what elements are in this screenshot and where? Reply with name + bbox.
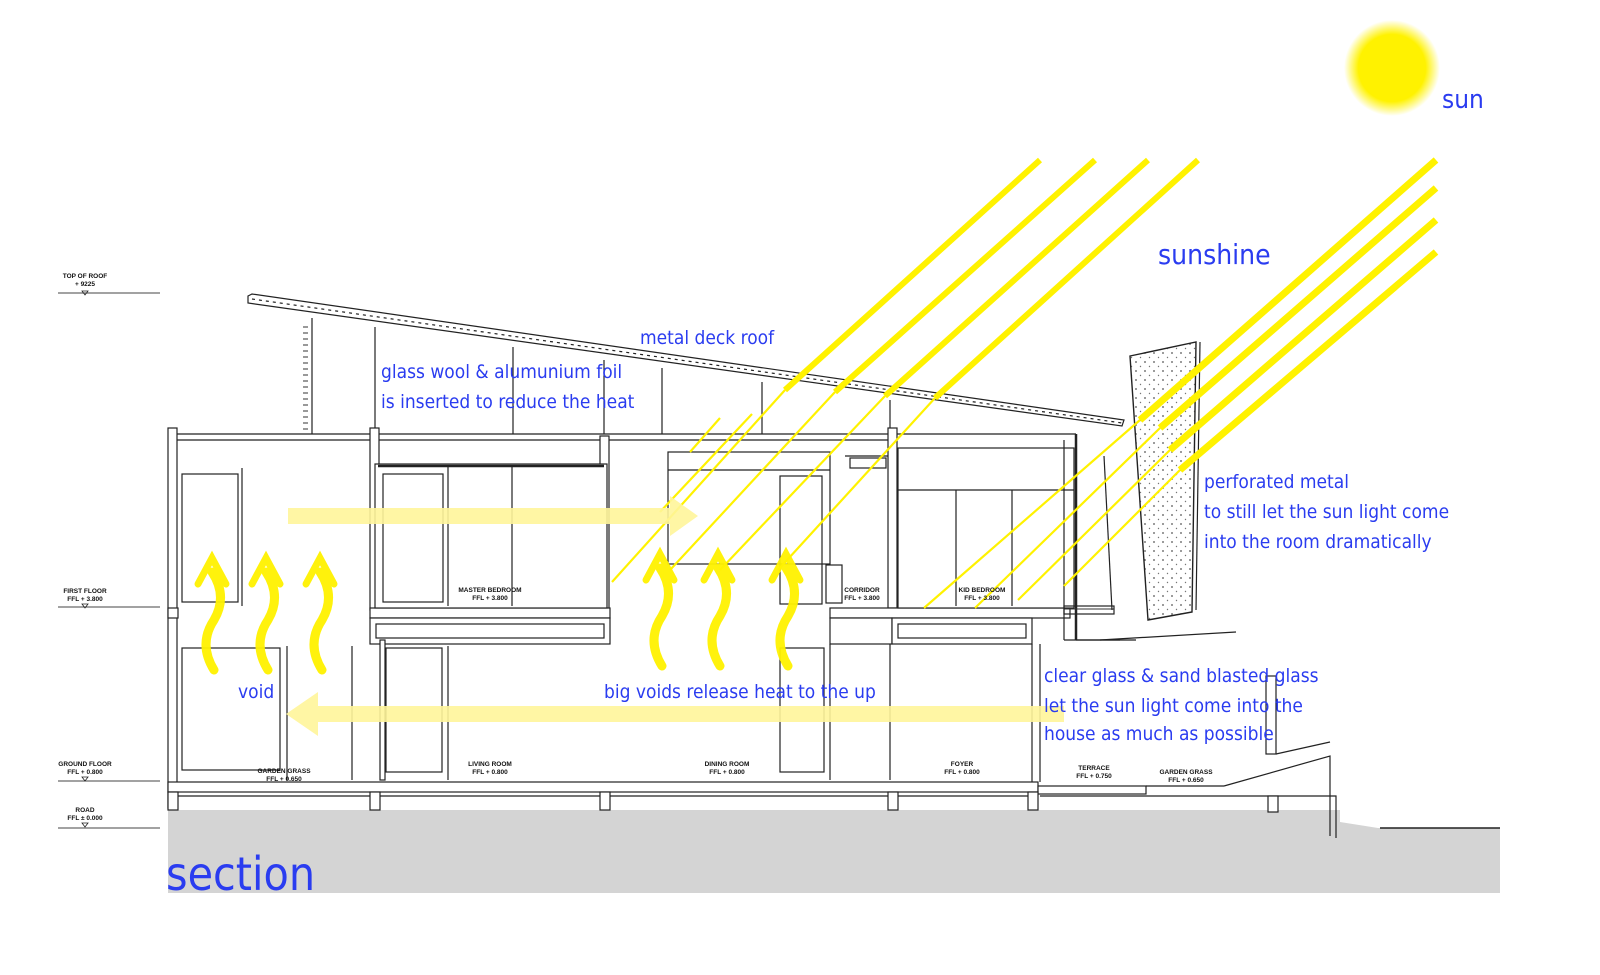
sun-ray <box>1167 217 1439 453</box>
sun-rays <box>782 157 1439 473</box>
roof-deck <box>247 293 1125 427</box>
room-corridor-level: FFL + 3.800 <box>844 595 880 602</box>
room-dining-room: DINING ROOM <box>705 761 750 768</box>
room-terrace: TERRACE <box>1078 765 1110 772</box>
level-ground-value: FFL + 0.800 <box>67 769 103 776</box>
room-foyer-level: FFL + 0.800 <box>944 769 980 776</box>
perforated-annotation-line-1: perforated metal <box>1204 471 1349 493</box>
room-garden-grass-right-level: FFL + 0.650 <box>1168 777 1204 784</box>
airflow-arrows <box>286 496 1064 736</box>
sunshine-label: sunshine <box>1158 238 1271 271</box>
building <box>167 293 1337 838</box>
level-roof-value: + 9225 <box>75 281 95 288</box>
insulation-annotation-line-1: glass wool & alumunium foil <box>381 361 622 383</box>
room-living-room: LIVING ROOM <box>468 761 512 768</box>
insulation-annotation-line-2: is inserted to reduce the heat <box>381 391 635 413</box>
level-first-value: FFL + 3.800 <box>67 596 103 603</box>
perforated-annotation-line-2: to still let the sun light come <box>1204 501 1449 523</box>
level-markers <box>81 290 89 828</box>
room-kid-bedroom: KID BEDROOM <box>959 587 1006 594</box>
room-terrace-level: FFL + 0.750 <box>1076 773 1112 780</box>
room-master-bedroom-level: FFL + 3.800 <box>472 595 508 602</box>
sun-icon <box>1344 20 1440 116</box>
sun-rays-inside <box>611 389 1181 609</box>
void-annotation: void <box>238 681 274 703</box>
room-dining-room-level: FFL + 0.800 <box>709 769 745 776</box>
level-lines <box>58 292 160 829</box>
room-garden-grass-right: GARDEN GRASS <box>1159 769 1213 776</box>
room-master-bedroom: MASTER BEDROOM <box>458 587 521 594</box>
roof-annotation: metal deck roof <box>640 327 775 349</box>
room-corridor: CORRIDOR <box>844 587 880 594</box>
ground-fill <box>168 810 1500 893</box>
glass-annotation-line-1: clear glass & sand blasted glass <box>1044 665 1319 687</box>
sun-ray <box>932 157 1201 401</box>
glass-annotation-line-3: house as much as possible <box>1044 723 1274 745</box>
room-garden-grass-left-level: FFL + 0.650 <box>266 776 302 783</box>
sun-label: sun <box>1442 85 1484 115</box>
level-ground-name: GROUND FLOOR <box>58 761 112 768</box>
airflow-arrow-upper <box>288 496 698 536</box>
room-garden-grass-left: GARDEN GRASS <box>257 768 311 775</box>
airflow-arrow-lower <box>286 692 1064 736</box>
level-roof-name: TOP OF ROOF <box>63 273 108 280</box>
heat-waves <box>194 546 804 675</box>
room-living-room-level: FFL + 0.800 <box>472 769 508 776</box>
section-title: section <box>166 847 315 901</box>
perforated-annotation-line-3: into the room dramatically <box>1204 531 1432 553</box>
glass-annotation-line-2: let the sun light come into the <box>1044 695 1303 717</box>
sun-ray <box>882 157 1151 399</box>
sun-ray <box>833 157 1097 395</box>
level-first-name: FIRST FLOOR <box>63 588 107 595</box>
sun-ray <box>1157 185 1439 431</box>
level-road-name: ROAD <box>75 807 94 814</box>
room-kid-bedroom-level: FFL + 3.800 <box>964 595 1000 602</box>
first-floor-slab <box>369 607 611 619</box>
sun-ray <box>782 157 1043 393</box>
room-foyer: FOYER <box>951 761 974 768</box>
level-road-value: FFL ± 0.000 <box>67 815 103 822</box>
big-voids-annotation: big voids release heat to the up <box>604 681 876 703</box>
sun-ray <box>1137 157 1439 423</box>
sun-ray <box>1177 249 1439 473</box>
ground-floor-slab <box>167 781 1039 793</box>
